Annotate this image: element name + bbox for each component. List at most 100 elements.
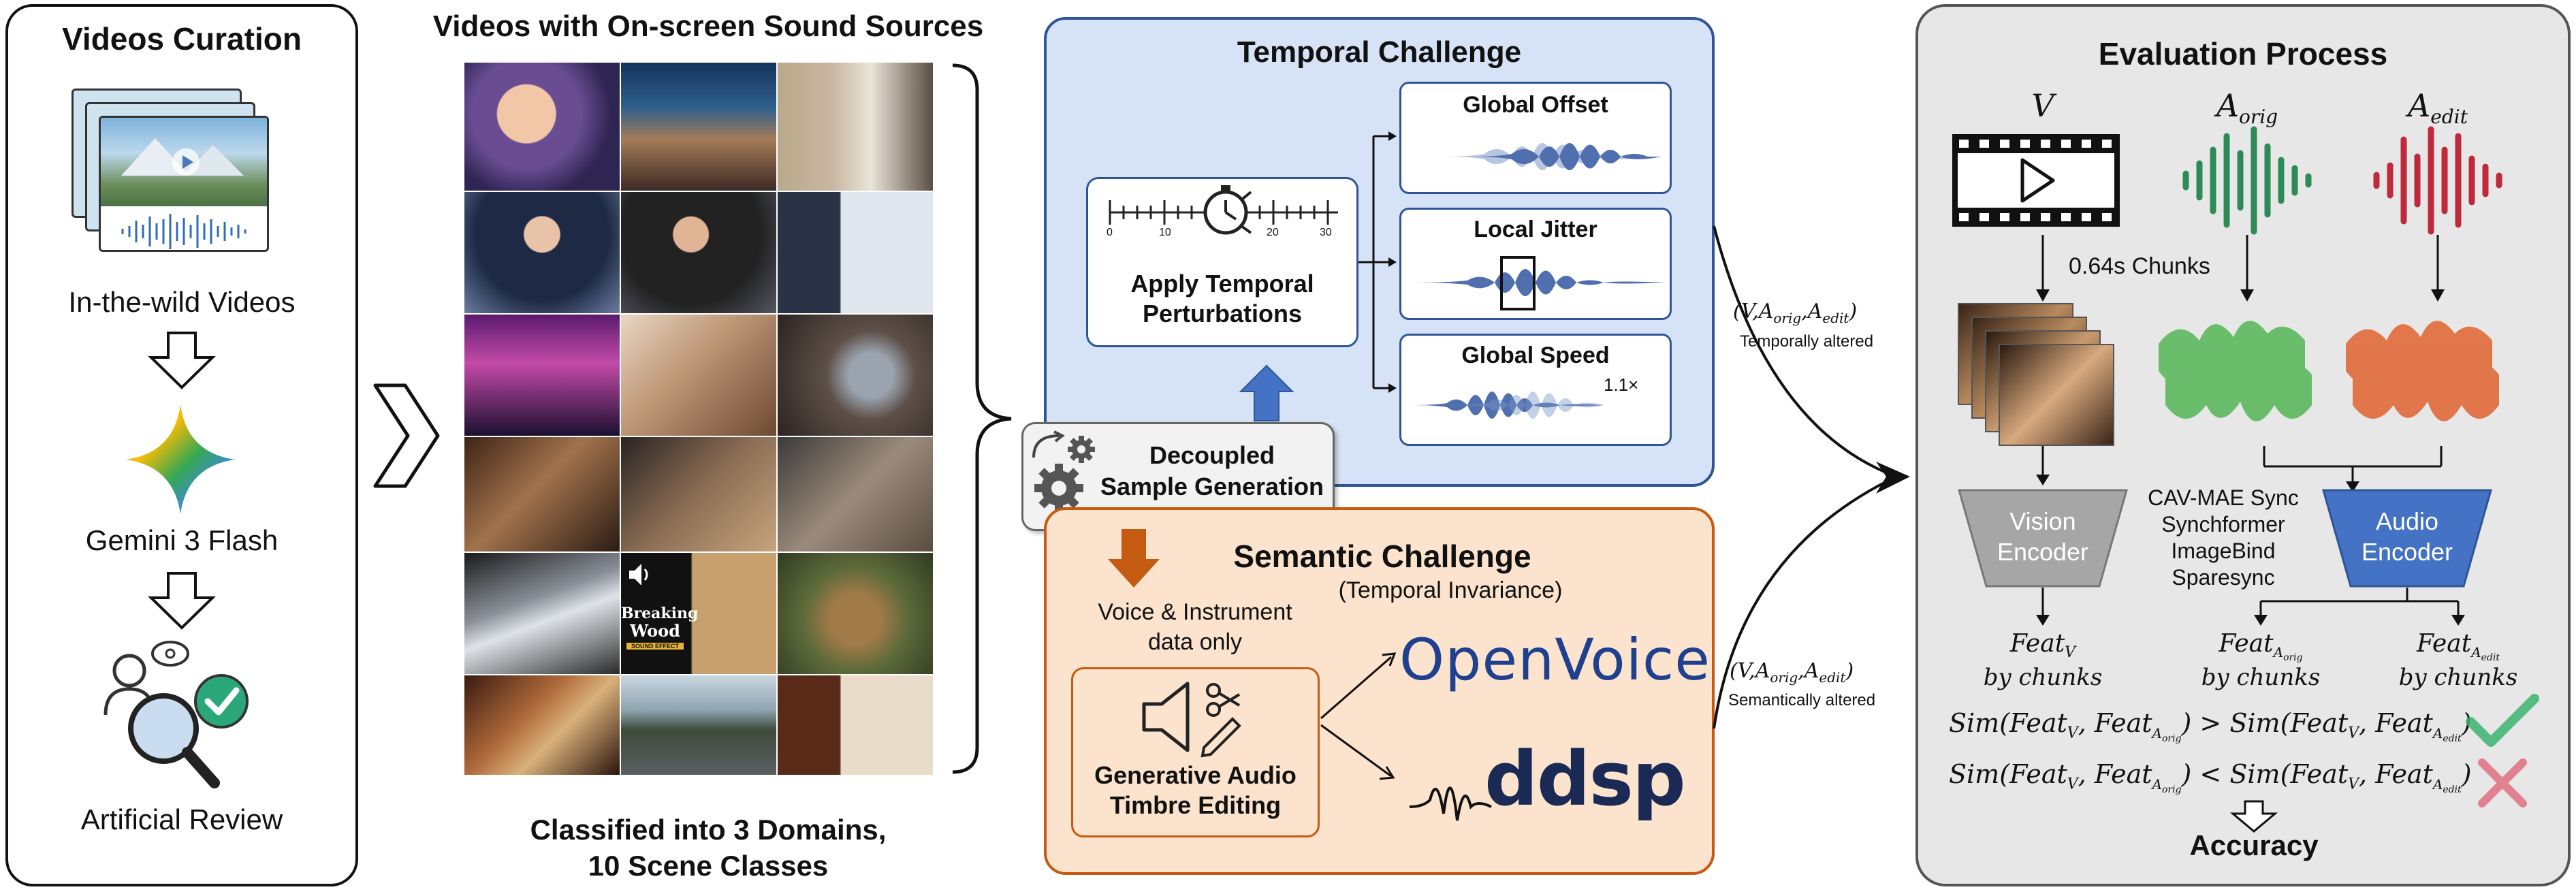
global-offset-box	[1399, 82, 1672, 194]
decoupled-line1: Decoupled	[1149, 441, 1275, 469]
v-label: V	[2031, 87, 2054, 124]
ruler-tick-30: 30	[1320, 227, 1332, 238]
temporal-tuple: (V,Aorig,Aedit)	[1733, 300, 1858, 326]
inequality-wrong: Sim(FeatV, FeatAorig) < Sim(FeatV, FeatA…	[1949, 759, 2472, 795]
gears-icon	[1032, 430, 1095, 513]
timbre-line1: Generative Audio	[1094, 761, 1297, 789]
thumbnail	[464, 63, 620, 191]
feat-v-bychunks: by chunks	[1983, 664, 2103, 691]
thumbnail	[621, 63, 776, 191]
audio-encoder-line1: Audio	[2375, 507, 2439, 535]
arrows-to-audio	[2263, 446, 2443, 492]
inequality-correct: Sim(FeatV, FeatAorig) > Sim(FeatV, FeatA…	[1949, 708, 2472, 744]
global-speed-box	[1399, 334, 1672, 446]
ruler-tick-10: 10	[1159, 227, 1171, 238]
thumbnail	[621, 437, 776, 551]
arrows-to-audio-feats	[2254, 588, 2465, 626]
global-offset-label: Global Offset	[1463, 92, 1608, 118]
chunks-label: 0.64s Chunks	[2069, 253, 2210, 279]
apply-line1: Apply Temporal	[1130, 270, 1314, 298]
audio-encoder-line2: Encoder	[2361, 538, 2453, 566]
semantic-tuple: (V,Aorig,Aedit)	[1730, 659, 1854, 686]
timbre-line2: Timbre Editing	[1109, 791, 1282, 819]
edit-waveform-icon	[2373, 126, 2502, 235]
thumbnail	[464, 553, 620, 674]
ruler-tick-20: 20	[1267, 227, 1279, 238]
semantic-subtitle: (Temporal Invariance)	[1338, 577, 1563, 603]
thumbnail	[464, 675, 620, 775]
arrow-to-vision	[2036, 446, 2050, 485]
up-arrow-blue	[1239, 364, 1294, 421]
aedit-sub: edit	[2430, 106, 2468, 129]
cross-icon	[2478, 758, 2527, 807]
audio-encoder-block	[2322, 489, 2492, 588]
decoupled-line2: Sample Generation	[1100, 473, 1324, 500]
aedit-label: Aedit	[2408, 87, 2468, 129]
speaker-scissors-icon	[1142, 682, 1241, 758]
speaker-icon	[629, 564, 648, 586]
model-cavmae: CAV-MAE Sync	[2148, 485, 2299, 510]
breaking-wood-line3: SOUND EFFECT	[626, 643, 684, 650]
apply-line2: Perturbations	[1142, 300, 1303, 327]
ddsp-logo: ddsp	[1484, 735, 1686, 822]
curation-step-gemini: Gemini 3 Flash	[85, 524, 279, 556]
thumbnail	[778, 553, 933, 674]
curation-step-videos: In-the-wild Videos	[68, 286, 296, 318]
semantic-edge-label: Semantically altered	[1728, 691, 1876, 709]
model-sparesync: Sparesync	[2172, 565, 2275, 590]
orig-waveform-icon	[2182, 126, 2312, 235]
aorig-sub: orig	[2239, 106, 2278, 129]
openvoice-logo: OpenVoice	[1399, 626, 1711, 693]
arrow-aedit-down	[2431, 235, 2445, 302]
checkmark-icon	[2466, 694, 2539, 747]
film-play-icon	[1952, 134, 2120, 227]
accuracy-label: Accuracy	[2189, 829, 2319, 861]
thumbnail	[621, 315, 776, 436]
temporal-edge-label: Temporally altered	[1740, 332, 1874, 351]
arrow-v-down	[2036, 235, 2050, 302]
global-speed-label: Global Speed	[1461, 342, 1610, 368]
down-arrow-icon	[148, 332, 216, 389]
orig-audio-chunks	[2159, 321, 2312, 421]
perturbation-branches	[1358, 131, 1397, 393]
semantic-title: Semantic Challenge	[1233, 539, 1531, 574]
aorig-label: Aorig	[2216, 87, 2278, 129]
tool-arrows	[1320, 652, 1397, 780]
reviewer-magnifier-icon	[104, 641, 249, 788]
feat-orig-label: FeatAorig	[2219, 630, 2303, 664]
jitter-waveform	[1413, 256, 1665, 310]
thumbnail	[778, 63, 933, 191]
stopwatch-ruler-icon	[1109, 185, 1338, 235]
semantic-note-line1: Voice & Instrument	[1098, 599, 1292, 625]
ruler-tick-0: 0	[1107, 227, 1113, 238]
arrow-to-featv	[2036, 588, 2050, 626]
feat-edit-bychunks: by chunks	[2398, 664, 2518, 691]
evaluation-title: Evaluation Process	[2098, 36, 2388, 71]
gemini-star-icon	[126, 405, 235, 514]
thumbnail	[464, 437, 620, 551]
feat-edit-label: FeatAedit	[2416, 630, 2500, 664]
ddsp-wave-icon	[1409, 786, 1492, 821]
speed-waveform	[1413, 391, 1604, 419]
breaking-wood-line1: Breaking	[621, 605, 699, 622]
local-jitter-label: Local Jitter	[1474, 217, 1597, 242]
down-arrow-icon	[2229, 800, 2278, 833]
thumbnail	[778, 675, 933, 775]
semantic-note-line2: data only	[1148, 629, 1242, 655]
thumbnail	[621, 192, 776, 313]
chevron-right-icon	[373, 383, 440, 488]
thumbnail	[778, 315, 933, 436]
temporal-title: Temporal Challenge	[1237, 35, 1522, 69]
model-synchformer: Synchformer	[2161, 512, 2285, 537]
curation-title: Videos Curation	[62, 21, 302, 57]
edges-to-evaluation	[1713, 225, 1910, 729]
curation-step-review: Artificial Review	[80, 803, 283, 835]
feat-v-label: FeatV	[2009, 630, 2076, 662]
thumbnail	[621, 675, 776, 775]
offset-waveform	[1444, 143, 1661, 170]
thumbnail	[778, 192, 933, 313]
timbre-editing-box	[1071, 667, 1320, 837]
grid-footer-line2: 10 Scene Classes	[588, 850, 829, 882]
speed-value: 1.1×	[1604, 374, 1639, 395]
thumbnail	[464, 192, 620, 313]
